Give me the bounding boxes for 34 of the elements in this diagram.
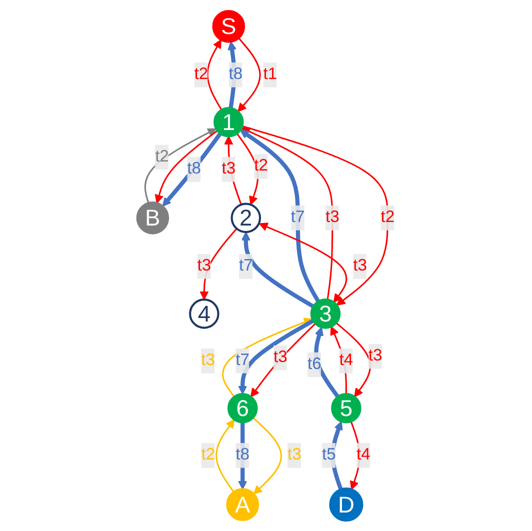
edge-label: t3 — [222, 157, 236, 182]
edge-label: t7 — [236, 348, 250, 374]
node-circle: 3 — [310, 298, 341, 329]
edge-label: t5 — [322, 443, 336, 468]
node-circle: A — [226, 488, 260, 522]
edge-label: t7 — [291, 206, 305, 230]
edge-label: t2 — [380, 206, 395, 230]
edge-label: t8 — [236, 443, 250, 468]
edge-label: t1 — [263, 62, 278, 88]
edge-label: t2 — [155, 144, 169, 170]
edge-label: t8 — [228, 62, 243, 88]
edge-label: t2 — [194, 62, 208, 88]
node-circle: 2 — [230, 202, 262, 234]
node-circle: 6 — [228, 393, 258, 424]
node-circle: 4 — [189, 298, 220, 329]
edge-label: t4 — [356, 443, 370, 468]
edge-label: t6 — [308, 352, 322, 378]
edge-label: t3 — [201, 348, 216, 374]
edge-label: t3 — [326, 206, 340, 230]
edge-label: t2 — [201, 443, 216, 468]
node-circle: 1 — [214, 107, 244, 138]
edge-label: t3 — [288, 443, 302, 468]
node-circle: B — [136, 202, 170, 234]
node-circle: S — [212, 10, 246, 43]
edge-label: t2 — [254, 154, 268, 179]
edge-label: t3 — [274, 345, 288, 370]
edge-label: t4 — [339, 348, 354, 374]
edge-label: t3 — [368, 344, 382, 369]
edge-label: t3 — [353, 254, 367, 279]
edge-label: t7 — [239, 254, 253, 279]
node-circle: 5 — [331, 393, 362, 424]
edge-label: t3 — [197, 254, 212, 279]
edge-label: t8 — [187, 157, 202, 182]
node-circle: D — [329, 488, 364, 522]
